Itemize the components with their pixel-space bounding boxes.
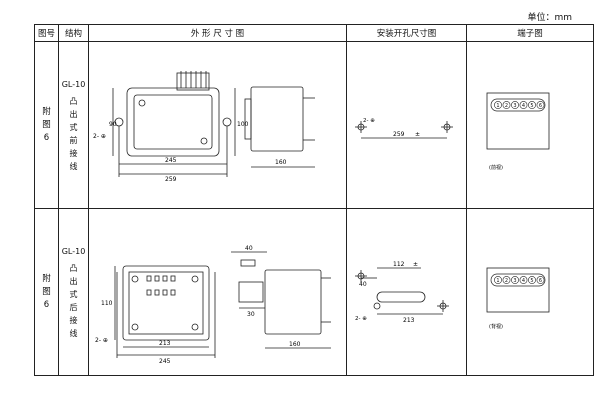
figure-char: 6 — [43, 299, 50, 310]
terminal-number: 5 — [530, 278, 533, 284]
table-row: 附 图 6 GL-10 凸 出 式 前 接 线 — [34, 41, 594, 209]
terminal-markers — [146, 275, 176, 296]
mounting-drawing-rear-wiring: 112 ± 40 213 2- ⊕ — [355, 261, 449, 324]
terminal-drawing-cell: 1 2 3 4 5 6 (前视) — [466, 41, 594, 209]
dim-245: 245 — [159, 358, 171, 365]
model-label: GL-10 — [61, 246, 86, 256]
header-outline: 外 形 尺 寸 图 — [88, 24, 347, 42]
header-mounting: 安装开孔尺寸图 — [346, 24, 467, 42]
terminal-frame — [486, 267, 550, 313]
structure-char: 式 — [69, 122, 78, 132]
structure-char: 前 — [69, 135, 78, 145]
relay-front-cover — [133, 94, 213, 150]
screw-callout: 2- ⊕ — [363, 118, 375, 124]
terminal-block — [176, 72, 210, 91]
tolerance-mark: ± — [415, 131, 420, 138]
table-row: 附 图 6 GL-10 凸 出 式 后 接 线 — [34, 208, 594, 376]
structure-cell: GL-10 凸 出 式 后 接 线 — [58, 208, 89, 376]
mount-hole-right — [222, 117, 232, 127]
structure-char: 式 — [69, 289, 78, 299]
terminal-number: 2 — [505, 278, 508, 284]
terminal-number: 1 — [496, 103, 499, 109]
structure-char: 接 — [69, 148, 78, 158]
terminal-number: 4 — [522, 278, 525, 284]
dim-259: 259 — [165, 176, 177, 183]
dim-30: 30 — [247, 311, 255, 318]
rear-cutout-slot — [376, 291, 426, 303]
unit-label: 单位：mm — [527, 13, 572, 23]
relay-side-body — [250, 86, 304, 152]
relay-front-body — [126, 87, 220, 157]
dim-213: 213 — [159, 340, 171, 347]
terminal-caption: (背视) — [489, 323, 503, 330]
terminal-number: 1 — [496, 278, 499, 284]
terminal-frame — [486, 92, 550, 150]
terminal-number: 3 — [513, 278, 516, 284]
screw-callout: 2- ⊕ — [95, 337, 108, 344]
dim-110: 110 — [101, 300, 113, 307]
terminal-number: 4 — [522, 103, 525, 109]
figure-char: 附 — [42, 273, 51, 284]
spec-table: 图号 结构 外 形 尺 寸 图 安装开孔尺寸图 端子图 附 图 6 GL-10 … — [34, 24, 594, 376]
structure-char: 凸 — [69, 263, 78, 273]
dim-112: 112 — [393, 261, 405, 268]
terminal-drawing-cell: 1 2 3 4 5 6 (背视) — [466, 208, 594, 376]
header-structure: 结构 — [58, 24, 89, 42]
structure-char: 出 — [69, 276, 78, 286]
structure-char: 凸 — [69, 96, 78, 106]
figure-char: 6 — [43, 132, 50, 143]
relay-front-body — [122, 265, 210, 341]
figure-char: 图 — [42, 286, 51, 297]
structure-cell: GL-10 凸 出 式 前 接 线 — [58, 41, 89, 209]
terminal-number: 6 — [539, 103, 542, 109]
outline-drawing-rear-wiring: 110 213 245 40 30 160 2- ⊕ — [95, 245, 331, 365]
dim-40: 40 — [359, 281, 367, 288]
terminal-number: 3 — [513, 103, 516, 109]
mounting-drawing-cell: 259 ± 2- ⊕ — [346, 41, 467, 209]
terminal-number: 6 — [539, 278, 542, 284]
figure-char: 图 — [42, 119, 51, 130]
outline-drawing-cell: 90 100 245 259 160 2- ⊕ — [88, 41, 347, 209]
dim-245: 245 — [165, 157, 177, 164]
terminal-diagram-front: 1 2 3 4 5 6 (前视) — [486, 92, 550, 171]
terminal-caption: (前视) — [489, 164, 503, 171]
tolerance-mark: ± — [413, 261, 418, 268]
figure-char: 附 — [42, 106, 51, 117]
screw-callout: 2- ⊕ — [355, 316, 367, 322]
dim-160: 160 — [289, 341, 301, 348]
figure-cell: 附 图 6 — [34, 41, 59, 209]
structure-char: 后 — [69, 302, 78, 312]
dim-160: 160 — [275, 159, 287, 166]
terminal-number: 2 — [505, 103, 508, 109]
header-row: 图号 结构 外 形 尺 寸 图 安装开孔尺寸图 端子图 — [34, 24, 594, 42]
mounting-drawing-cell: 112 ± 40 213 2- ⊕ — [346, 208, 467, 376]
dim-259: 259 — [393, 131, 405, 138]
structure-char: 线 — [69, 161, 78, 171]
relay-rear-terminal-box — [238, 281, 264, 303]
structure-char: 出 — [69, 109, 78, 119]
model-label: GL-10 — [61, 79, 86, 89]
screw-callout: 2- ⊕ — [93, 133, 106, 140]
outline-drawing-cell: 110 213 245 40 30 160 2- ⊕ — [88, 208, 347, 376]
dim-213: 213 — [403, 317, 415, 324]
relay-side-body — [264, 269, 322, 335]
header-figure-no: 图号 — [34, 24, 59, 42]
terminal-diagram-rear: 1 2 3 4 5 6 (背视) — [486, 267, 550, 330]
relay-front-cover — [128, 271, 204, 335]
terminal-screws — [180, 71, 207, 88]
mounting-drawing-front-wiring: 259 ± 2- ⊕ — [355, 118, 453, 139]
figure-cell: 附 图 6 — [34, 208, 59, 376]
dim-40: 40 — [245, 245, 253, 252]
terminal-number: 5 — [530, 103, 533, 109]
structure-char: 线 — [69, 328, 78, 338]
structure-char: 接 — [69, 315, 78, 325]
header-terminals: 端子图 — [466, 24, 594, 42]
relay-side-panel — [244, 98, 252, 140]
dim-100: 100 — [237, 121, 249, 128]
dim-90: 90 — [109, 121, 117, 128]
outline-drawing-front-wiring: 90 100 245 259 160 2- ⊕ — [93, 71, 315, 183]
